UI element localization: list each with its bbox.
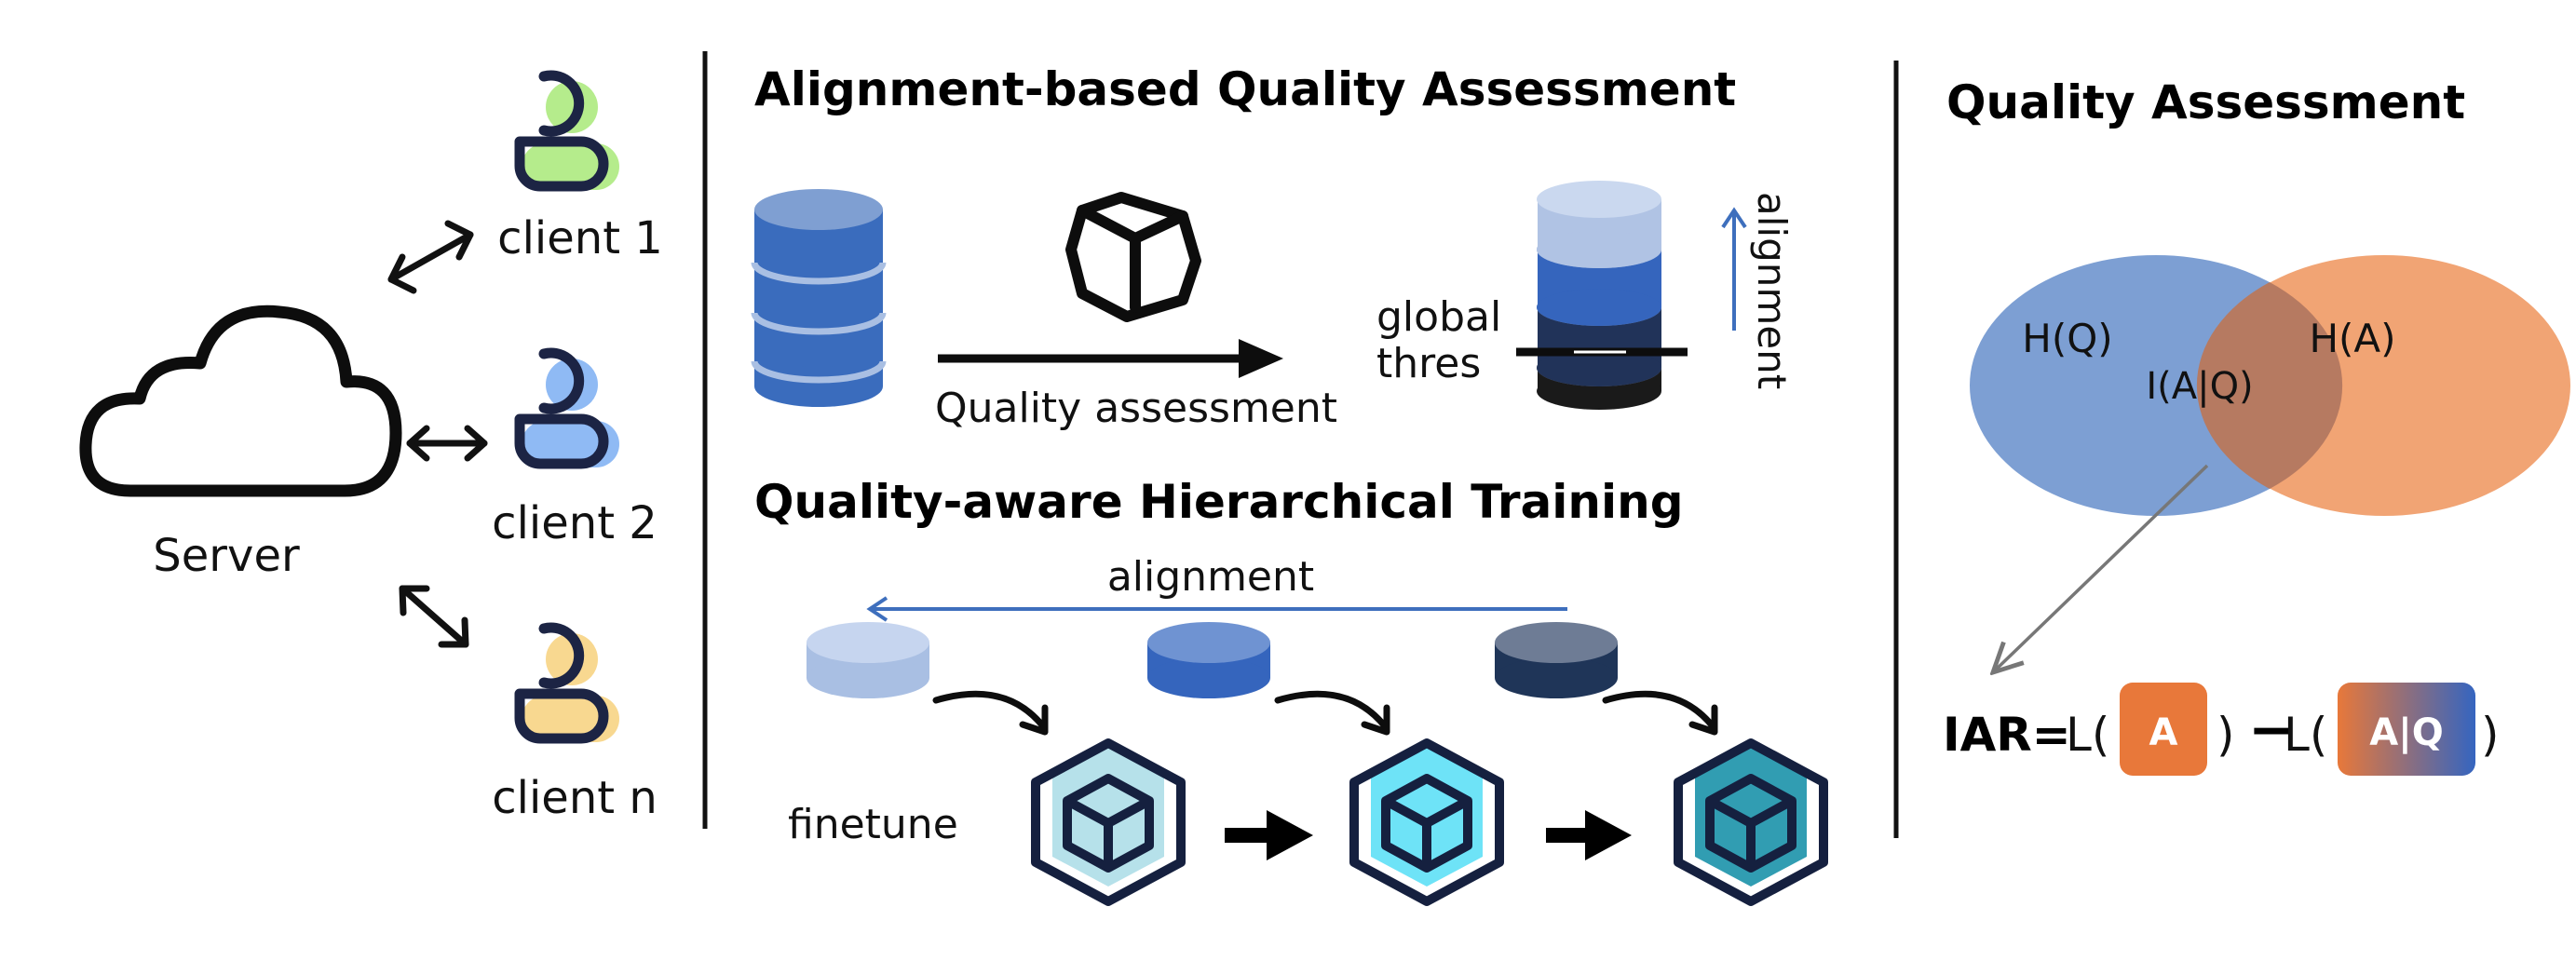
data-shard-mid-icon [1147, 622, 1270, 698]
sync-arrow-client-n-icon [399, 585, 469, 648]
quality-assessment-arrow-icon [938, 339, 1283, 378]
loss-open-aq: L( [2284, 708, 2327, 762]
sync-arrow-client-2-icon [406, 425, 488, 462]
training-title: Quality-aware Hierarchical Training [754, 475, 1684, 529]
venn-intersection [2196, 282, 2343, 489]
venn-diagram [1970, 255, 2570, 516]
venn-left-label: H(Q) [2022, 316, 2112, 361]
loss-open-a: L( [2066, 708, 2109, 762]
client-2-avatar-icon [514, 347, 619, 469]
model-stage-3-icon [1674, 738, 1828, 906]
client-n-label: client n [492, 772, 658, 824]
sync-arrow-client-1-icon [387, 220, 474, 294]
client-1-label: client 1 [497, 212, 663, 264]
alignment-vertical-label: alignment [1749, 192, 1795, 389]
server-cloud-icon [79, 305, 402, 497]
model-stage-1-icon [1031, 738, 1186, 906]
assessment-title: Alignment-based Quality Assessment [754, 62, 1736, 116]
close-paren-a: ) [2217, 708, 2235, 762]
data-shard-high-icon [1495, 622, 1618, 698]
client-dataset-database-icon [751, 189, 887, 407]
quality-assessment-arrow-label: Quality assessment [935, 385, 1337, 432]
stage-arrow-2-icon [1546, 810, 1632, 860]
pointer-arrow-icon [1993, 464, 2209, 672]
model-stage-2-icon [1349, 738, 1504, 906]
training-alignment-label: alignment [1107, 553, 1314, 601]
data-shard-low-icon [807, 622, 929, 698]
close-paren-aq: ) [2481, 708, 2500, 762]
venn-intersection-label: I(A|Q) [2146, 365, 2253, 408]
client-2-label: client 2 [492, 497, 658, 549]
finetune-label: finetune [788, 801, 958, 848]
model-cube-icon [1065, 192, 1201, 322]
term-aq-label: A|Q [2369, 711, 2444, 755]
client-n-avatar-icon [514, 622, 619, 744]
feed-arrow-1-icon [932, 690, 1049, 736]
feed-arrow-3-icon [1602, 690, 1718, 736]
ranked-dataset-database-icon [1537, 181, 1661, 410]
term-a-label: A [2149, 711, 2178, 754]
stage-arrow-1-icon [1225, 810, 1313, 860]
venn-right-label: H(A) [2309, 316, 2395, 361]
iar-label: IAR= [1943, 708, 2071, 762]
term-aq-box [2338, 683, 2475, 776]
alignment-up-arrow-icon [1721, 207, 1747, 331]
server-label: Server [153, 530, 300, 582]
global-threshold-label-line-1: global [1376, 293, 1501, 341]
alignment-left-arrow-icon [866, 596, 1567, 622]
minus-sign: − [2248, 697, 2295, 763]
global-threshold-label-line-2: thres [1376, 340, 1481, 387]
feed-arrow-2-icon [1274, 690, 1390, 736]
client-1-avatar-icon [514, 70, 619, 192]
term-a-box [2120, 683, 2207, 776]
quality-title: Quality Assessment [1946, 75, 2465, 129]
